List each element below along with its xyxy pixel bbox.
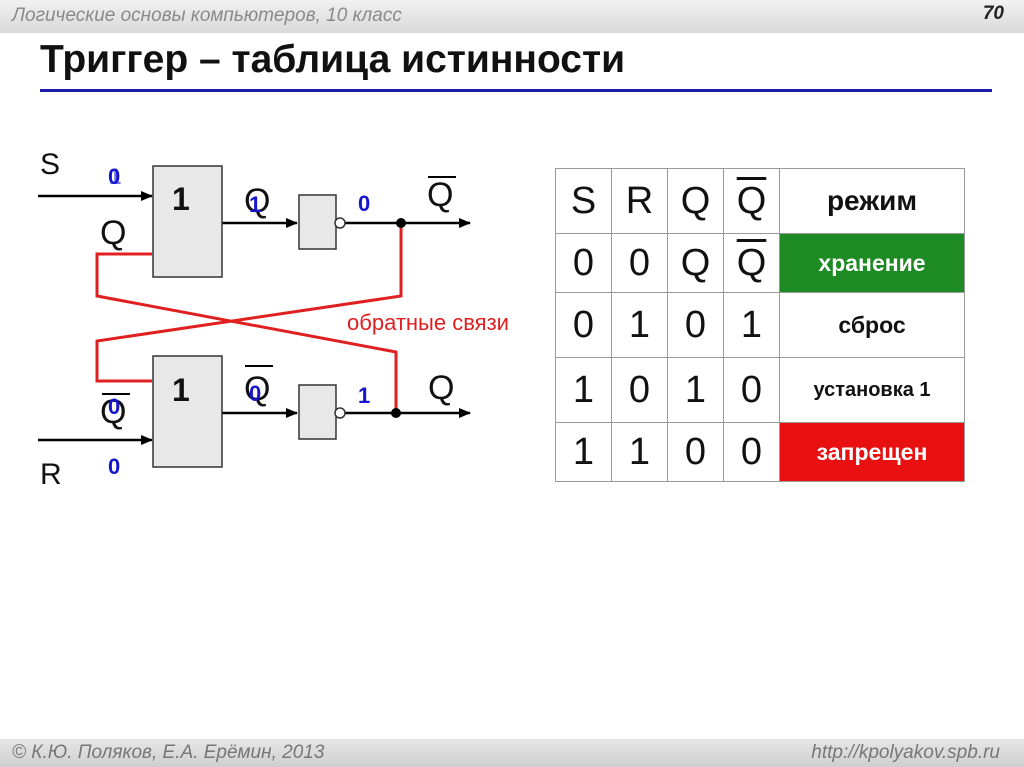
page-number: 70: [982, 3, 1004, 24]
header-mode: режим: [779, 168, 965, 234]
header-qbar: Q: [723, 168, 780, 234]
or-top-output-q-label: Q: [244, 182, 270, 220]
value-s-overlay: 1: [109, 164, 121, 189]
truth-table: S R Q Q режим 0 0 Q Q хранение 0 1 0 1 с…: [555, 168, 965, 482]
cell-qbar: 1: [723, 292, 780, 358]
cell-r: 0: [611, 233, 668, 293]
cell-r: 1: [611, 292, 668, 358]
cell-qbar: Q: [723, 233, 780, 293]
table-row: 0 0 Q Q хранение: [555, 233, 965, 293]
input-r-label: R: [40, 458, 62, 491]
signal-wires: [38, 191, 471, 445]
truth-table-header: S R Q Q режим: [555, 168, 965, 234]
footer-authors: © К.Ю. Поляков, Е.А. Ерёмин, 2013: [12, 742, 325, 763]
output-q-label: Q: [428, 369, 454, 407]
feedback-wire-bottom-to-top: [95, 252, 398, 413]
cell-q: Q: [667, 233, 724, 293]
value-q-feedback-bottom: 0: [108, 394, 120, 419]
value-or-bottom-output: 0: [249, 381, 261, 406]
feedback-wires: [95, 223, 403, 413]
cell-s: 1: [555, 422, 612, 482]
value-r: 0: [108, 454, 120, 479]
course-title: Логические основы компьютеров, 10 класс: [12, 5, 402, 26]
header-bar: [0, 0, 1024, 33]
table-row: 0 1 0 1 сброс: [555, 292, 965, 358]
cell-s: 1: [555, 357, 612, 423]
mode-reset: сброс: [779, 292, 965, 358]
feedback-caption: обратные связи: [347, 310, 509, 335]
value-inverter-top-output: 0: [358, 191, 370, 216]
or-gate-top: [152, 165, 223, 278]
input-s-label: S: [40, 148, 60, 181]
cell-q: 0: [667, 422, 724, 482]
cell-qbar: 0: [723, 357, 780, 423]
footer-url: http://kpolyakov.spb.ru: [811, 742, 1000, 763]
header-q: Q: [667, 168, 724, 234]
mode-storage: хранение: [779, 233, 965, 293]
inverter-bottom: [298, 384, 337, 440]
feedback-qbar-label: Q: [100, 393, 126, 431]
footer-bar: [0, 739, 1024, 767]
or-bottom-output-qbar-label: Q: [244, 370, 270, 408]
cell-q: 0: [667, 292, 724, 358]
junction-top: [396, 218, 406, 228]
cell-r: 0: [611, 357, 668, 423]
cell-r: 1: [611, 422, 668, 482]
output-qbar-label: Q: [427, 176, 453, 214]
or-gate-top-symbol: 1: [172, 181, 190, 217]
slide-title: Триггер – таблица истинности: [40, 38, 626, 81]
cell-q: 1: [667, 357, 724, 423]
inverter-bottom-bubble: [334, 407, 346, 419]
table-row: 1 0 1 0 установка 1: [555, 357, 965, 423]
header-s: S: [555, 168, 612, 234]
signal-values: 1 0 1 0 0 0 1 0: [108, 164, 370, 479]
mode-forbidden: запрещен: [779, 422, 965, 482]
mode-set: установка 1: [779, 357, 965, 423]
feedback-wire-top-to-bottom: [95, 223, 403, 383]
header-r: R: [611, 168, 668, 234]
inverter-top: [298, 194, 337, 250]
cell-qbar: 0: [723, 422, 780, 482]
value-inverter-bottom-output: 1: [358, 383, 370, 408]
title-underline: [40, 89, 992, 92]
value-s: 0: [108, 164, 120, 189]
cell-s: 0: [555, 233, 612, 293]
value-or-top-output: 1: [249, 192, 261, 217]
table-row: 1 1 0 0 запрещен: [555, 422, 965, 482]
inverter-top-bubble: [334, 217, 346, 229]
feedback-q-label: Q: [100, 214, 126, 252]
junction-bottom: [391, 408, 401, 418]
or-gate-bottom-symbol: 1: [172, 372, 190, 408]
cell-s: 0: [555, 292, 612, 358]
or-gate-bottom: [152, 355, 223, 468]
